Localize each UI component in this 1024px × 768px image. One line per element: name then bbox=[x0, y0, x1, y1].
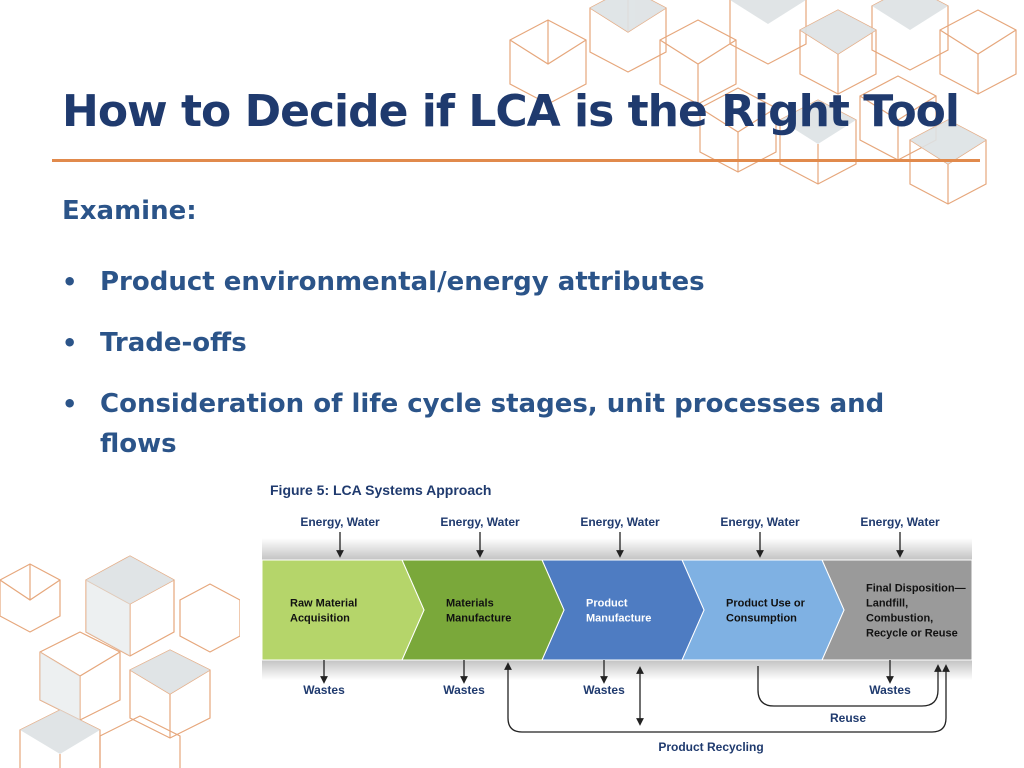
flow-band-top bbox=[262, 538, 972, 562]
stage-label: Consumption bbox=[726, 613, 797, 625]
title-underline bbox=[52, 159, 980, 162]
stage-label: Raw Material bbox=[290, 598, 357, 610]
stage-chevron bbox=[681, 559, 845, 661]
bullet-text: Product environmental/energy attributes bbox=[100, 267, 705, 297]
stage-output-label: Wastes bbox=[583, 683, 625, 697]
stage-input-label: Energy, Water bbox=[440, 515, 520, 529]
stage-label: Recycle or Reuse bbox=[866, 628, 958, 640]
stage-output-label: Wastes bbox=[869, 683, 911, 697]
stage-output-label: Wastes bbox=[303, 683, 345, 697]
bullet-item: • Trade-offs bbox=[62, 323, 962, 363]
slide-title: How to Decide if LCA is the Right Tool bbox=[62, 86, 960, 137]
stage-label: Landfill, bbox=[866, 598, 908, 610]
stage-label: Combustion, bbox=[866, 613, 933, 625]
stage-label: Manufacture bbox=[446, 613, 511, 625]
stage-chevron bbox=[401, 559, 565, 661]
stage-label: Materials bbox=[446, 598, 494, 610]
stage-input-label: Energy, Water bbox=[720, 515, 800, 529]
bullet-list: • Product environmental/energy attribute… bbox=[62, 262, 962, 485]
flow-band-bottom bbox=[262, 658, 972, 680]
stage-chevron bbox=[541, 559, 705, 661]
bullet-glyph: • bbox=[62, 390, 78, 418]
stage-label: Manufacture bbox=[586, 613, 651, 625]
bullet-glyph: • bbox=[62, 268, 78, 296]
bullet-text: Consideration of life cycle stages, unit… bbox=[100, 389, 885, 459]
product-recycling-arrow bbox=[504, 662, 950, 733]
stage-output-label: Wastes bbox=[443, 683, 485, 697]
intro-label: Examine: bbox=[62, 196, 197, 226]
stage-input-label: Energy, Water bbox=[860, 515, 940, 529]
decorative-cube-pattern-left bbox=[0, 555, 240, 768]
stage-chevron bbox=[261, 559, 425, 661]
stage-label: Final Disposition— bbox=[866, 583, 966, 595]
figure-caption: Figure 5: LCA Systems Approach bbox=[270, 482, 491, 498]
stage-input-label: Energy, Water bbox=[580, 515, 660, 529]
bullet-glyph: • bbox=[62, 329, 78, 357]
stage-label: Product bbox=[586, 598, 628, 610]
stage-label: Product Use or bbox=[726, 598, 806, 610]
reuse-arrow bbox=[757, 664, 942, 707]
reuse-label: Reuse bbox=[830, 711, 866, 725]
stage-label: Acquisition bbox=[290, 613, 350, 625]
lca-systems-diagram: Figure 5: LCA Systems Approach Energy, W… bbox=[261, 482, 973, 754]
bullet-item: • Consideration of life cycle stages, un… bbox=[62, 384, 962, 464]
bullet-item: • Product environmental/energy attribute… bbox=[62, 262, 962, 302]
product-recycling-label: Product Recycling bbox=[658, 740, 763, 754]
stage-input-label: Energy, Water bbox=[300, 515, 380, 529]
bullet-text: Trade-offs bbox=[100, 328, 247, 358]
